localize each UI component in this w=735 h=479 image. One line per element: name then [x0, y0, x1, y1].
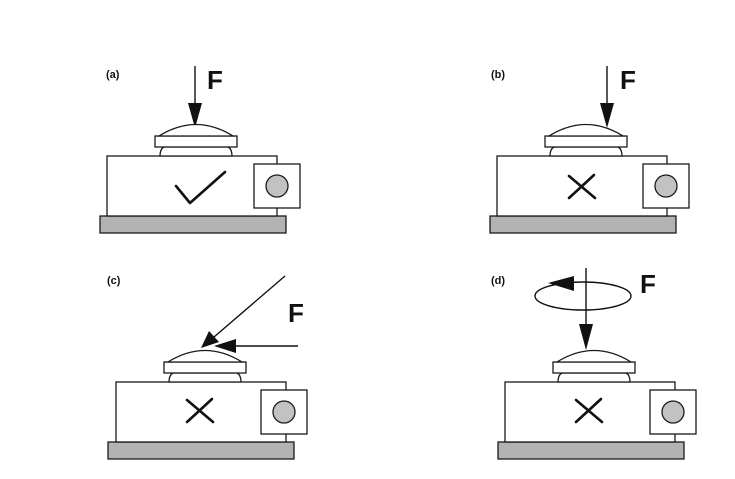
panel-a-force-arrow — [188, 66, 202, 128]
panel-c-pad-ring — [163, 361, 247, 374]
panel-d-pad-neck — [557, 372, 631, 383]
panel-d-pad-ring — [552, 361, 636, 374]
panel-b-pad-neck — [549, 146, 623, 157]
panel-c-pad-neck — [168, 372, 242, 383]
panel-a-label: (a) — [106, 69, 120, 81]
panel-d-force-label: F — [640, 269, 656, 299]
panel-a-pad-ring — [154, 135, 238, 148]
panel-d-load-cell — [497, 349, 697, 460]
panel-b-force-label: F — [620, 65, 636, 95]
panel-a-connector — [265, 174, 289, 198]
panel-a-pad-neck — [159, 146, 233, 157]
panel-b-base-plate — [489, 215, 677, 234]
panel-d-load-button — [554, 349, 634, 363]
panel-b-label: (b) — [491, 69, 505, 81]
panel-b-load-button — [546, 123, 626, 137]
panel-d-base-plate — [497, 441, 685, 460]
check-mark-icon — [174, 170, 227, 205]
panel-b-pad-ring — [544, 135, 628, 148]
panel-c-lateral-force-arrow — [214, 339, 298, 353]
panel-b: (b) F — [489, 65, 690, 234]
panel-b-force-arrow — [600, 66, 614, 128]
panel-c-force-label: F — [288, 298, 304, 328]
panel-a-force-label: F — [207, 65, 223, 95]
panel-a-cell-body — [106, 155, 278, 217]
panel-c-load-button — [165, 349, 245, 363]
rotation-arrow-icon — [534, 276, 632, 311]
panel-c-inclined-force-arrow — [201, 275, 286, 348]
cross-mark-icon — [574, 397, 604, 424]
cross-mark-icon — [567, 173, 597, 200]
panel-a-load-cell — [99, 123, 301, 234]
panel-d-label: (d) — [491, 275, 505, 287]
panel-a-base-plate — [99, 215, 287, 234]
panel-c-base-plate — [107, 441, 295, 460]
panel-c-label: (c) — [107, 275, 121, 287]
panel-d-force-arrow — [579, 268, 593, 350]
panel-a: (a) F — [99, 65, 301, 234]
panel-b-connector — [654, 174, 678, 198]
panel-c-connector — [272, 400, 296, 424]
panel-d: (d) F — [491, 268, 697, 460]
panel-a-load-button — [156, 123, 236, 137]
cross-mark-icon — [185, 397, 215, 424]
panel-c: (c) F — [107, 275, 308, 460]
panel-d-connector — [661, 400, 685, 424]
